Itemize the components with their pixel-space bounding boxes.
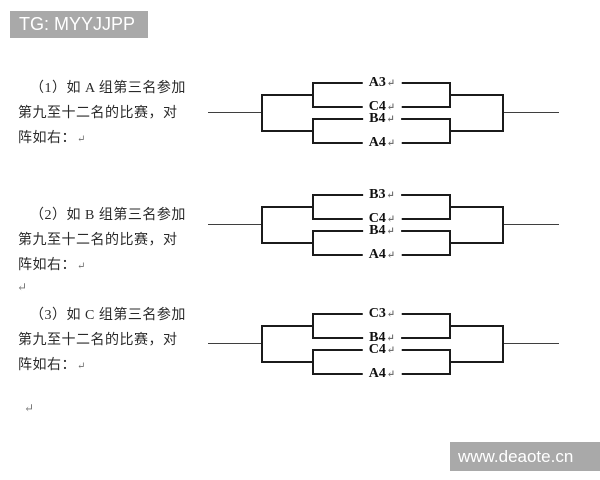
bracket-line (261, 361, 314, 363)
paragraph-mark-icon: ↵ (386, 250, 396, 261)
bracket-diagram-3: C3↵ B4↵ C4↵ A4↵ (208, 306, 559, 382)
bracket-output-line (504, 224, 559, 225)
paragraph-mark-icon: ↵ (386, 309, 396, 320)
bracket-line (449, 325, 504, 327)
bracket-diagram-2: B3↵ C4↵ B4↵ A4↵ (208, 187, 559, 263)
bracket-line (502, 206, 504, 244)
instruction-line: 第九至十二名的比赛，对 (18, 233, 178, 248)
bracket-line (261, 325, 314, 327)
bracket-line (261, 206, 314, 208)
team-label: A3↵ (362, 75, 402, 91)
bracket-line (312, 194, 314, 220)
bracket-line (261, 242, 314, 244)
paragraph-mark-icon: ↵ (24, 401, 35, 415)
paragraph-mark-icon: ↵ (386, 138, 396, 149)
paragraph-mark-icon: ↵ (386, 214, 396, 225)
instruction-line: 第九至十二名的比赛，对 (18, 333, 178, 348)
bracket-output-line (504, 112, 559, 113)
paragraph-mark-icon: ↵ (77, 261, 86, 272)
bracket-line (261, 94, 263, 132)
instruction-line: （2）如 B 组第三名参加 (30, 208, 186, 223)
bracket-line (261, 130, 314, 132)
paragraph-mark-icon: ↵ (386, 114, 395, 125)
bracket-line (312, 82, 314, 108)
team-label: B4↵ (363, 111, 401, 127)
bracket-line (312, 313, 314, 339)
paragraph-mark-icon: ↵ (386, 345, 396, 356)
instruction-line: 阵如右：↵ (18, 258, 86, 273)
bracket-line (502, 325, 504, 363)
bracket-line (449, 130, 504, 132)
watermark-bottom-text: www.deaote.cn (458, 447, 574, 466)
bracket-diagram-1: A3↵ C4↵ B4↵ A4↵ (208, 75, 559, 151)
paragraph-mark-icon: ↵ (17, 280, 28, 294)
bracket-line (502, 94, 504, 132)
instruction-line: 阵如右：↵ (18, 358, 86, 373)
instruction-line: 第九至十二名的比赛，对 (18, 106, 178, 121)
team-label: B3↵ (363, 187, 401, 203)
team-label: B4↵ (363, 223, 401, 239)
paragraph-mark-icon: ↵ (386, 226, 395, 237)
bracket-output-line (504, 343, 559, 344)
bracket-line (261, 94, 314, 96)
team-label: A4↵ (362, 247, 402, 263)
team-label: C3↵ (362, 306, 402, 322)
watermark-bottom-badge: www.deaote.cn (450, 442, 600, 471)
instruction-line: （3）如 C 组第三名参加 (30, 308, 186, 323)
team-label: C4↵ (362, 342, 402, 358)
paragraph-mark-icon: ↵ (386, 333, 395, 344)
bracket-line (312, 349, 314, 375)
paragraph-mark-icon: ↵ (386, 190, 395, 201)
bracket-line (312, 118, 314, 144)
paragraph-mark-icon: ↵ (386, 369, 396, 380)
bracket-line (449, 242, 504, 244)
bracket-feed-line (208, 224, 262, 225)
team-label: A4↵ (362, 135, 402, 151)
bracket-line (261, 206, 263, 244)
instruction-line: 阵如右：↵ (18, 131, 86, 146)
team-label: A4↵ (362, 366, 402, 382)
bracket-line (261, 325, 263, 363)
paragraph-mark-icon: ↵ (386, 78, 396, 89)
bracket-line (449, 206, 504, 208)
bracket-feed-line (208, 343, 262, 344)
bracket-line (449, 361, 504, 363)
section-3-text: （3）如 C 组第三名参加 第九至十二名的比赛，对 阵如右：↵ (18, 303, 230, 379)
bracket-line (312, 230, 314, 256)
section-2-text: （2）如 B 组第三名参加 第九至十二名的比赛，对 阵如右：↵ (18, 203, 230, 279)
watermark-top-badge: TG: MYYJJPP (10, 11, 148, 38)
bracket-feed-line (208, 112, 262, 113)
instruction-line: （1）如 A 组第三名参加 (30, 81, 186, 96)
paragraph-mark-icon: ↵ (77, 361, 86, 372)
section-1-text: （1）如 A 组第三名参加 第九至十二名的比赛，对 阵如右：↵ (18, 76, 230, 152)
paragraph-mark-icon: ↵ (386, 102, 396, 113)
watermark-top-text: TG: MYYJJPP (19, 14, 136, 34)
paragraph-mark-icon: ↵ (77, 134, 86, 145)
bracket-line (449, 94, 504, 96)
